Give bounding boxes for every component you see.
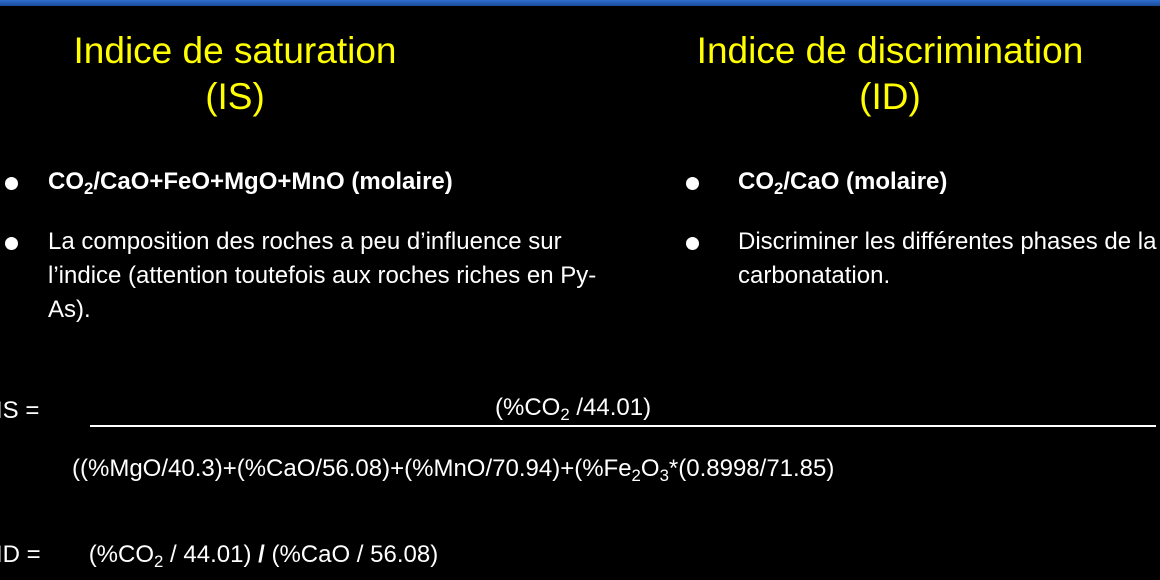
- top-accent-bar: [0, 0, 1160, 6]
- title-discrimination-line1: Indice de discrimination: [696, 30, 1084, 71]
- title-saturation-index: Indice de saturation (IS): [0, 28, 470, 120]
- saturation-formula-text: CO2/CaO+FeO+MgO+MnO (molaire): [48, 168, 453, 199]
- title-saturation-line2: (IS): [205, 76, 265, 117]
- discrimination-description: Discriminer les différentes phases de la…: [738, 228, 1157, 289]
- is-formula-denominator: ((%MgO/40.3)+(%CaO/56.08)+(%MnO/70.94)+(…: [72, 455, 835, 486]
- bullet-icon: [5, 177, 18, 190]
- list-item: CO2/CaO (molaire): [681, 165, 1160, 199]
- saturation-description: La composition des roches a peu d’influe…: [48, 228, 597, 323]
- bullet-icon: [686, 237, 699, 250]
- discrimination-formula-text: CO2/CaO (molaire): [738, 168, 948, 199]
- fraction-line: [90, 425, 1156, 427]
- bullet-icon: [686, 177, 699, 190]
- title-discrimination-line2: (ID): [859, 76, 921, 117]
- id-formula: ID =(%CO2 / 44.01) / (%CaO / 56.08): [0, 540, 438, 570]
- bullet-icon: [5, 237, 18, 250]
- list-item: Discriminer les différentes phases de la…: [681, 225, 1160, 293]
- discrimination-bullet-list: CO2/CaO (molaire) Discriminer les différ…: [681, 165, 1160, 309]
- saturation-bullet-list: CO2/CaO+FeO+MgO+MnO (molaire) La composi…: [0, 165, 600, 343]
- id-formula-label: ID =: [0, 541, 41, 568]
- is-formula-label: IS =: [0, 397, 40, 424]
- list-item: CO2/CaO+FeO+MgO+MnO (molaire): [0, 165, 600, 199]
- title-saturation-line1: Indice de saturation: [73, 30, 397, 71]
- is-formula-numerator: (%CO2 /44.01): [495, 394, 652, 425]
- title-discrimination-index: Indice de discrimination (ID): [620, 28, 1160, 120]
- list-item: La composition des roches a peu d’influe…: [0, 225, 600, 327]
- division-operator: /: [258, 541, 265, 568]
